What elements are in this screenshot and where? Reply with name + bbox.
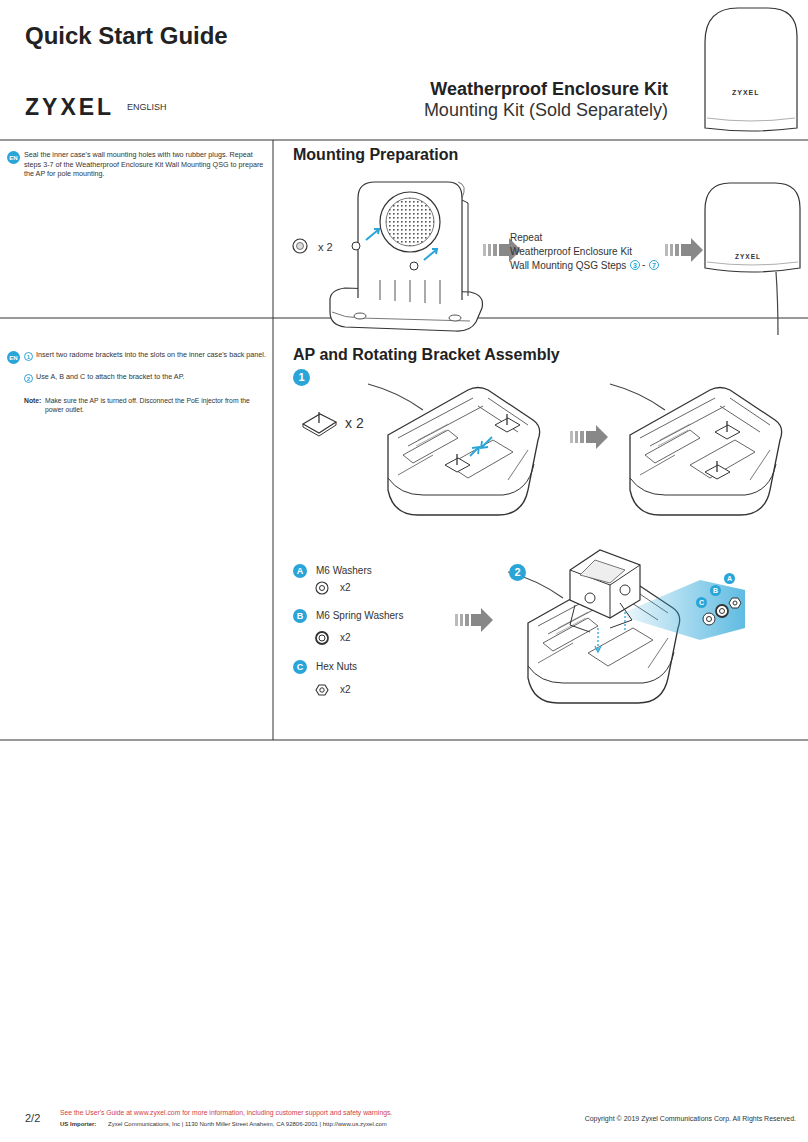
note-label: Note: <box>24 396 41 405</box>
note-text: Make sure the AP is turned off. Disconne… <box>45 396 267 414</box>
device-logo: ZYXEL <box>732 88 760 97</box>
part-letter: C <box>293 660 307 674</box>
page-title: Quick Start Guide <box>25 20 228 52</box>
step-text: Wall Mounting QSG Steps <box>510 259 626 273</box>
instruction-text: Seal the inner case's wall mounting hole… <box>24 150 264 179</box>
product-subtitle: Mounting Kit (Sold Separately) <box>424 98 668 122</box>
copyright: Copyright © 2019 Zyxel Communications Co… <box>585 1114 796 1123</box>
product-title: Weatherproof Enclosure Kit <box>430 77 668 101</box>
step-number: 3 <box>630 260 640 270</box>
step-number: 1 <box>24 352 33 361</box>
callout-letter: C <box>696 597 707 608</box>
step-badge: 2 <box>509 564 526 581</box>
part-name: M6 Spring Washers <box>316 609 403 623</box>
language-label: ENGLISH <box>127 101 167 113</box>
step-text: Weatherproof Enclosure Kit <box>510 245 632 259</box>
device-logo: ZYXEL <box>735 253 761 262</box>
instruction-text: Insert two radome brackets into the slot… <box>36 350 266 360</box>
language-badge: EN <box>7 151 20 164</box>
callout-letter: B <box>710 585 721 596</box>
section-heading: AP and Rotating Bracket Assembly <box>293 344 560 366</box>
part-name: M6 Washers <box>316 564 372 578</box>
part-name: Hex Nuts <box>316 660 357 674</box>
brand-logo: ZYXEL <box>25 92 114 123</box>
quantity-label: x 2 <box>318 240 333 255</box>
quantity-label: x2 <box>340 631 351 645</box>
step-number: 7 <box>649 260 659 270</box>
page-number: 2/2 <box>25 1111 40 1126</box>
importer-label: US Importer: <box>60 1120 96 1128</box>
importer-address: Zyxel Communications, Inc | 1130 North M… <box>108 1120 387 1128</box>
language-badge: EN <box>7 351 20 364</box>
quantity-label: x 2 <box>345 414 364 433</box>
step-text: - <box>642 258 645 272</box>
instruction-text: Use A, B and C to attach the bracket to … <box>36 372 266 382</box>
part-letter: B <box>293 609 307 623</box>
quantity-label: x2 <box>340 581 351 595</box>
section-heading: Mounting Preparation <box>293 144 458 166</box>
step-text: Repeat <box>510 231 542 245</box>
footer-notice: See the User's Guide at www.zyxel.com fo… <box>60 1108 392 1117</box>
step-number: 2 <box>24 374 33 383</box>
step-badge: 1 <box>293 369 310 386</box>
quantity-label: x2 <box>340 683 351 697</box>
callout-letter: A <box>724 573 735 584</box>
part-letter: A <box>293 564 307 578</box>
